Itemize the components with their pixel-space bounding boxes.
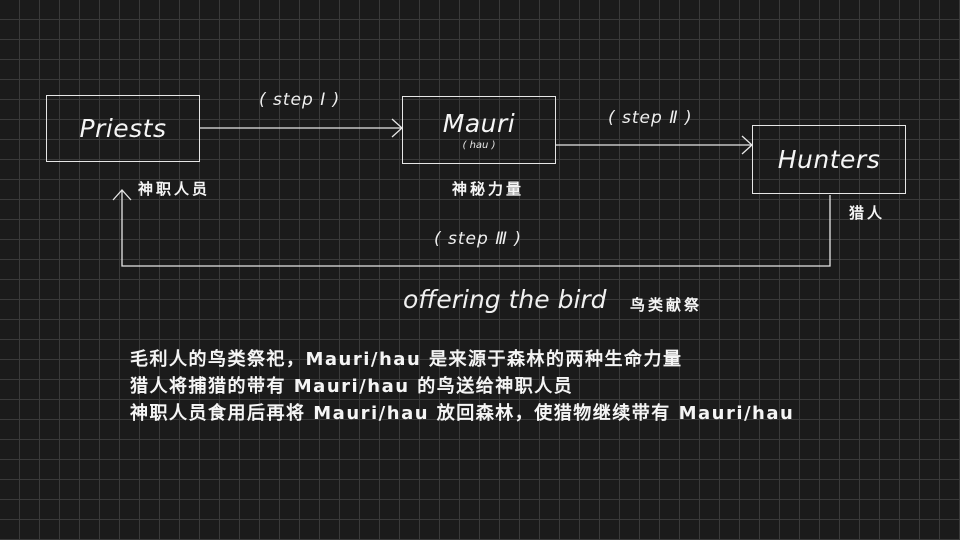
arrow-hunters-to-priests [121, 190, 831, 267]
mauri-node: Mauri ( hau ) [402, 96, 556, 164]
step-3-label: ( step Ⅲ ) [434, 229, 522, 249]
hunters-label: 猎人 [849, 204, 886, 222]
priests-node: Priests [46, 95, 200, 162]
arrowhead-priests [112, 189, 132, 201]
priests-title: Priests [79, 114, 167, 143]
description-line-1: 毛利人的鸟类祭祀，Mauri/hau 是来源于森林的两种生命力量 [130, 349, 683, 370]
step-2-label: ( step Ⅱ ) [608, 108, 693, 128]
mauri-title: Mauri [442, 109, 516, 138]
hunters-title: Hunters [777, 145, 881, 174]
mauri-subtitle: ( hau ) [462, 140, 496, 151]
offering-label: 鸟类献祭 [630, 296, 703, 314]
mauri-label: 神秘力量 [452, 180, 525, 198]
step-1-label: ( step Ⅰ ) [259, 90, 341, 110]
hunters-node: Hunters [752, 125, 906, 194]
offering-text: offering the bird [403, 285, 607, 314]
priests-label: 神职人员 [138, 180, 211, 198]
description-line-2: 猎人将捕猎的带有 Mauri/hau 的鸟送给神职人员 [130, 376, 574, 397]
description-block: 毛利人的鸟类祭祀，Mauri/hau 是来源于森林的两种生命力量 猎人将捕猎的带… [130, 346, 794, 427]
description-line-3: 神职人员食用后再将 Mauri/hau 放回森林，使猎物继续带有 Mauri/h… [130, 403, 795, 424]
